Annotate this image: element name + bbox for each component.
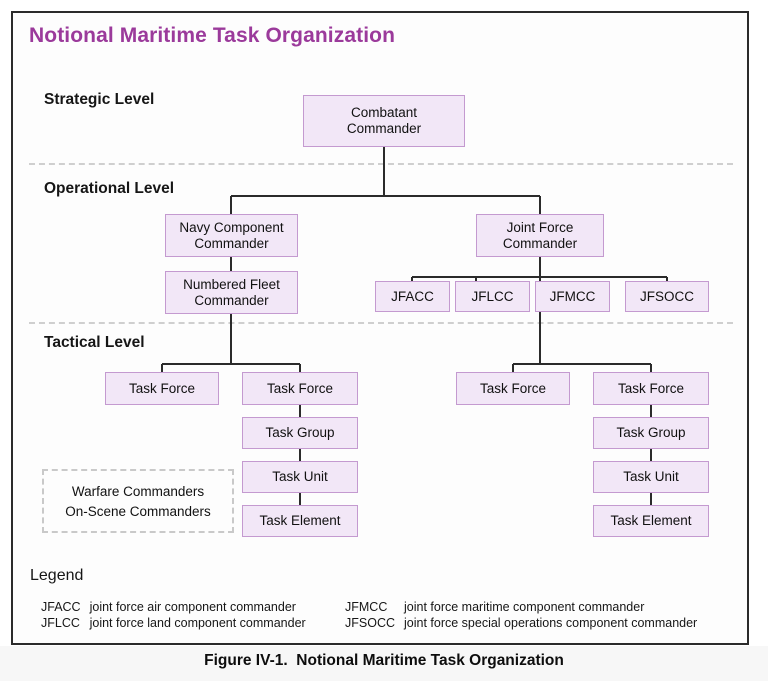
node-jfacc[interactable]: JFACC <box>375 281 450 312</box>
node-label: Joint Force Commander <box>502 219 578 251</box>
figure-title: Notional Maritime Task Organization <box>29 24 395 47</box>
node-left-task-force-a[interactable]: Task Force <box>105 372 219 405</box>
legend-desc-jflcc: joint force land component commander <box>89 616 306 630</box>
node-label: Task Group <box>616 425 686 441</box>
level-divider-operational-tactical <box>29 322 733 324</box>
node-right-task-element[interactable]: Task Element <box>593 505 709 537</box>
node-right-task-group[interactable]: Task Group <box>593 417 709 449</box>
node-label: JFLCC <box>471 288 514 304</box>
legend-abbr-jfsocc: JFSOCC <box>345 616 395 630</box>
node-label: JFACC <box>391 288 434 304</box>
node-right-task-unit[interactable]: Task Unit <box>593 461 709 493</box>
level-divider-strategic-operational <box>29 163 733 165</box>
node-label: Task Element <box>259 513 341 529</box>
node-label: Task Force <box>617 380 685 396</box>
node-label: Task Unit <box>272 469 328 485</box>
node-label: Task Group <box>265 425 335 441</box>
node-navy-component-commander[interactable]: Navy Component Commander <box>165 214 298 257</box>
legend-column-left: JFACC joint force air component commande… <box>41 600 306 630</box>
node-label: Task Force <box>128 380 196 396</box>
node-label: Task Unit <box>623 469 679 485</box>
legend-desc-jfacc: joint force air component commander <box>89 600 296 614</box>
node-label: Numbered Fleet Commander <box>183 276 280 308</box>
commanders-note-line-2: On-Scene Commanders <box>65 503 211 519</box>
page-bottom-strip <box>0 646 768 681</box>
node-right-task-force-b[interactable]: Task Force <box>593 372 709 405</box>
legend-desc-jfmcc: joint force maritime component commander <box>404 600 645 614</box>
legend-abbr-jflcc: JFLCC <box>41 616 80 630</box>
node-left-task-element[interactable]: Task Element <box>242 505 358 537</box>
legend-desc-jfsocc: joint force special operations component… <box>404 616 698 630</box>
node-label: JFMCC <box>549 288 596 304</box>
level-label-tactical: Tactical Level <box>44 334 145 351</box>
figure-caption: Figure IV-1. Notional Maritime Task Orga… <box>204 652 564 669</box>
legend-heading: Legend <box>30 567 84 584</box>
node-jflcc[interactable]: JFLCC <box>455 281 530 312</box>
node-label: Task Force <box>266 380 334 396</box>
level-label-strategic: Strategic Level <box>44 91 155 108</box>
node-joint-force-commander[interactable]: Joint Force Commander <box>476 214 604 257</box>
node-label: Task Element <box>610 513 692 529</box>
node-left-task-unit[interactable]: Task Unit <box>242 461 358 493</box>
node-numbered-fleet-commander[interactable]: Numbered Fleet Commander <box>165 271 298 314</box>
node-label: Navy Component Commander <box>179 219 284 251</box>
node-jfsocc[interactable]: JFSOCC <box>625 281 709 312</box>
node-jfmcc[interactable]: JFMCC <box>535 281 610 312</box>
node-label: Task Force <box>479 380 547 396</box>
node-left-task-force-b[interactable]: Task Force <box>242 372 358 405</box>
node-label: JFSOCC <box>640 288 694 304</box>
legend-abbr-jfacc: JFACC <box>41 600 81 614</box>
level-label-operational: Operational Level <box>44 180 175 197</box>
node-left-task-group[interactable]: Task Group <box>242 417 358 449</box>
legend-column-right: JFMCC joint force maritime component com… <box>345 600 697 630</box>
commanders-note-line-1: Warfare Commanders <box>71 483 205 499</box>
node-combatant-commander[interactable]: Combatant Commander <box>303 95 465 147</box>
node-right-task-force-a[interactable]: Task Force <box>456 372 570 405</box>
node-label: Combatant Commander <box>346 105 422 136</box>
legend-abbr-jfmcc: JFMCC <box>345 600 388 614</box>
commanders-note-box: Warfare Commanders On-Scene Commanders <box>42 469 234 533</box>
